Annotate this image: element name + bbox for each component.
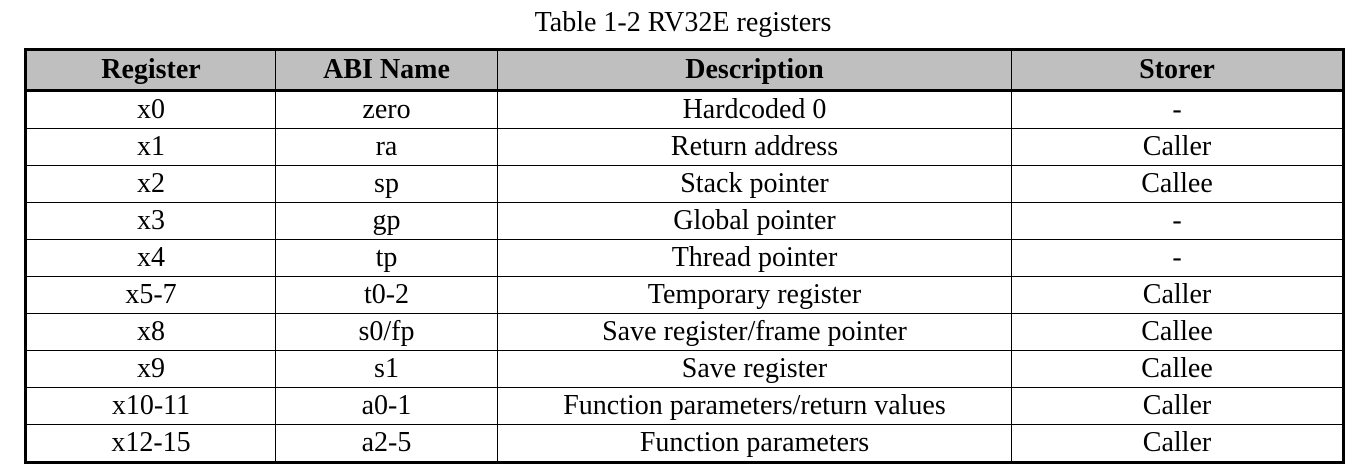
cell-storer: - — [1011, 90, 1344, 129]
cell-abi-name: t0-2 — [275, 276, 498, 314]
cell-register: x9 — [25, 350, 276, 388]
cell-storer: Caller — [1011, 387, 1344, 425]
table-row: x2 sp Stack pointer Callee — [25, 165, 1344, 203]
cell-description: Return address — [497, 128, 1012, 166]
cell-storer: - — [1011, 202, 1344, 240]
cell-abi-name: s1 — [275, 350, 498, 388]
cell-storer: Caller — [1011, 276, 1344, 314]
cell-description: Hardcoded 0 — [497, 90, 1012, 129]
cell-storer: Callee — [1011, 165, 1344, 203]
cell-register: x2 — [25, 165, 276, 203]
cell-description: Thread pointer — [497, 239, 1012, 277]
cell-abi-name: a2-5 — [275, 424, 498, 463]
cell-abi-name: zero — [275, 90, 498, 129]
header-description: Description — [497, 49, 1012, 92]
table-row: x12-15 a2-5 Function parameters Caller — [25, 424, 1344, 463]
cell-storer: Caller — [1011, 128, 1344, 166]
cell-abi-name: s0/fp — [275, 313, 498, 351]
cell-description: Function parameters/return values — [497, 387, 1012, 425]
cell-register: x8 — [25, 313, 276, 351]
table-row: x1 ra Return address Caller — [25, 128, 1344, 166]
cell-abi-name: sp — [275, 165, 498, 203]
cell-register: x5-7 — [25, 276, 276, 314]
table-row: x8 s0/fp Save register/frame pointer Cal… — [25, 313, 1344, 351]
cell-storer: - — [1011, 239, 1344, 277]
cell-description: Stack pointer — [497, 165, 1012, 203]
table-row: x4 tp Thread pointer - — [25, 239, 1344, 277]
cell-description: Save register/frame pointer — [497, 313, 1012, 351]
cell-register: x0 — [25, 90, 276, 129]
cell-storer: Callee — [1011, 313, 1344, 351]
cell-abi-name: tp — [275, 239, 498, 277]
table-row: x10-11 a0-1 Function parameters/return v… — [25, 387, 1344, 425]
header-abi-name: ABI Name — [275, 49, 498, 92]
cell-storer: Callee — [1011, 350, 1344, 388]
table-header-row: Register ABI Name Description Storer — [25, 49, 1344, 92]
cell-register: x4 — [25, 239, 276, 277]
cell-register: x1 — [25, 128, 276, 166]
cell-abi-name: a0-1 — [275, 387, 498, 425]
table-row: x3 gp Global pointer - — [25, 202, 1344, 240]
table-caption: Table 1-2 RV32E registers — [534, 7, 832, 38]
cell-abi-name: ra — [275, 128, 498, 166]
cell-register: x3 — [25, 202, 276, 240]
cell-register: x10-11 — [25, 387, 276, 425]
cell-storer: Caller — [1011, 424, 1344, 463]
cell-description: Function parameters — [497, 424, 1012, 463]
cell-register: x12-15 — [25, 424, 276, 463]
registers-table: Register ABI Name Description Storer x0 … — [24, 48, 1345, 464]
header-storer: Storer — [1011, 49, 1344, 92]
table-row: x9 s1 Save register Callee — [25, 350, 1344, 388]
cell-description: Global pointer — [497, 202, 1012, 240]
table-row: x5-7 t0-2 Temporary register Caller — [25, 276, 1344, 314]
header-register: Register — [25, 49, 276, 92]
cell-description: Temporary register — [497, 276, 1012, 314]
cell-description: Save register — [497, 350, 1012, 388]
table-row: x0 zero Hardcoded 0 - — [25, 90, 1344, 129]
cell-abi-name: gp — [275, 202, 498, 240]
